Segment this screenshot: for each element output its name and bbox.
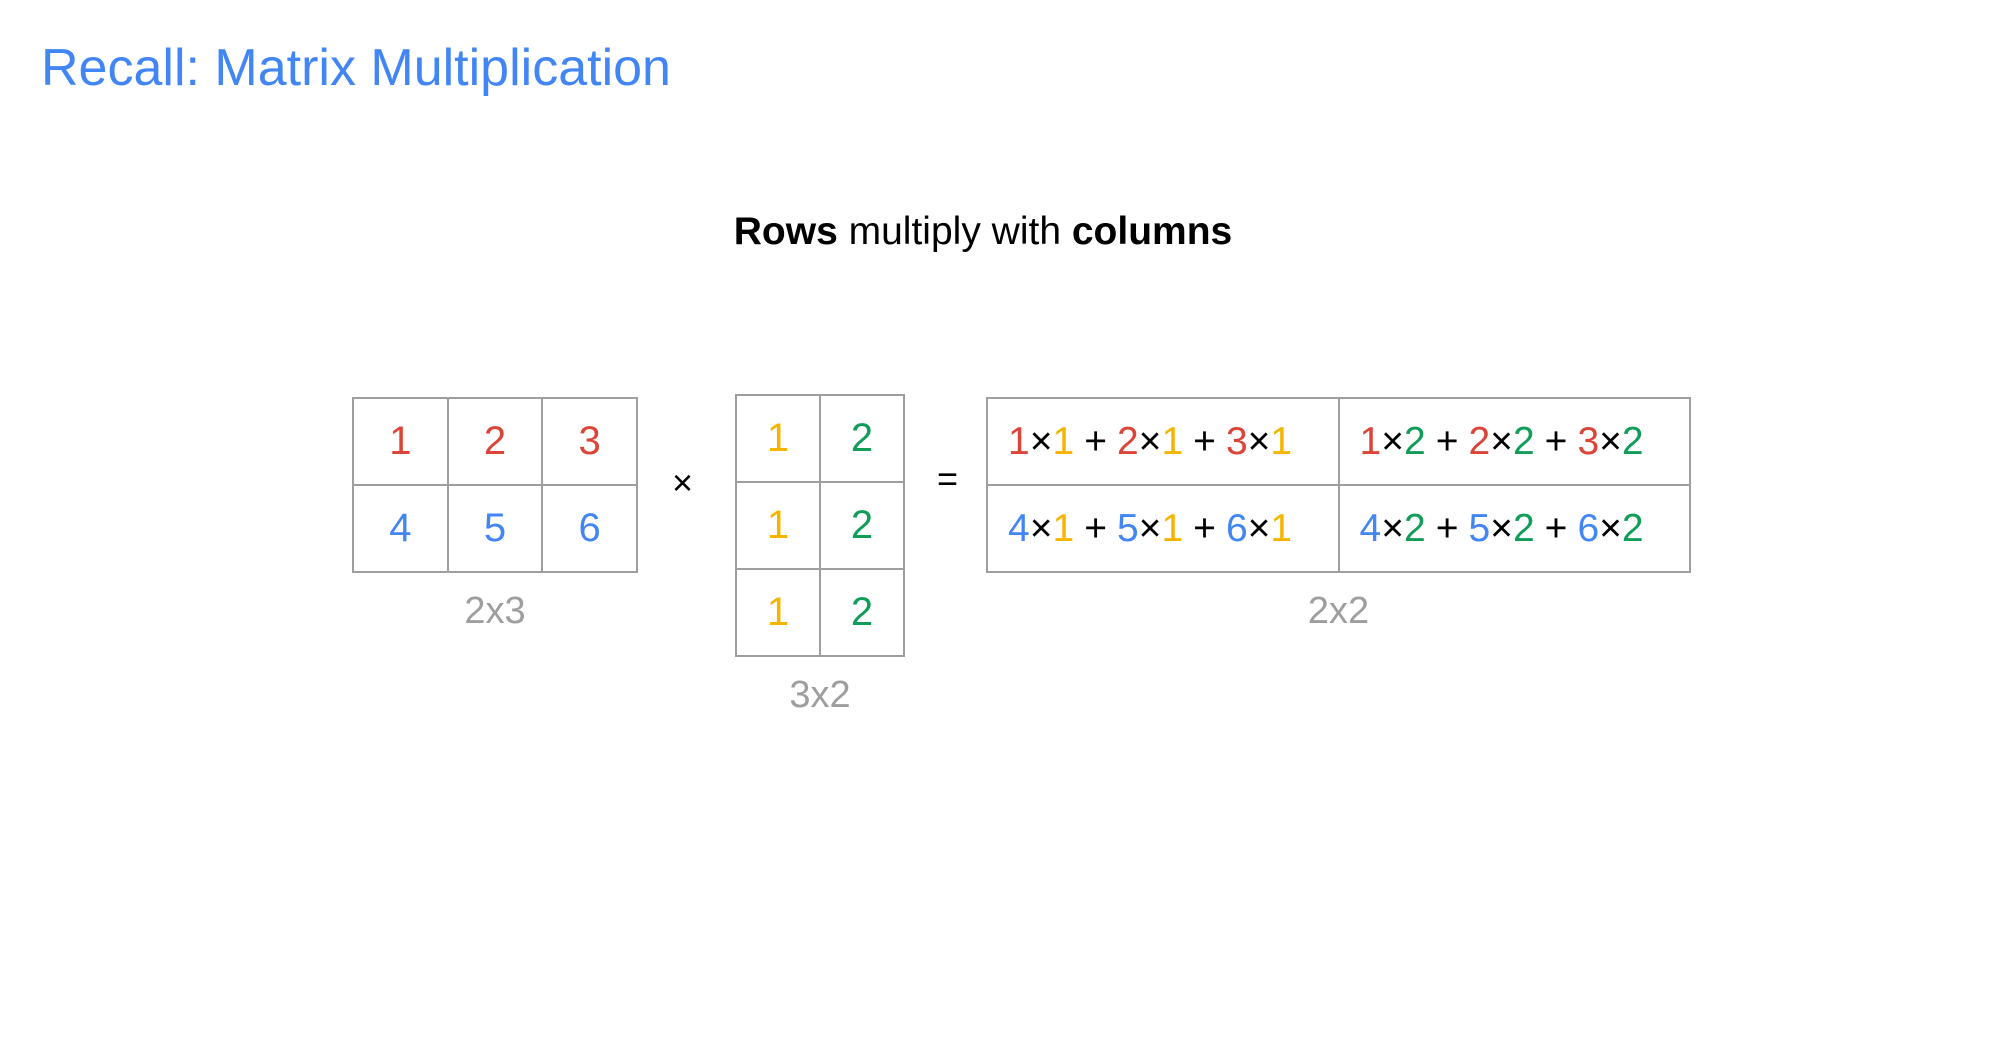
matrix-a-cell: 4 [352, 484, 449, 573]
matrix-c: 1×1+2×1+3×1 1×2+2×2+3×2 4×1+5×1+6×1 4×2+… [986, 397, 1691, 573]
times-sign: × [1029, 506, 1053, 550]
term-a: 6 [1577, 506, 1600, 550]
plus-sign: + [1084, 506, 1107, 550]
matrix-b-cell: 2 [819, 481, 905, 570]
term-a: 3 [1577, 419, 1600, 463]
term-a: 5 [1468, 506, 1491, 550]
subtitle: Rows multiply with columns [0, 210, 1966, 254]
term-b: 2 [1403, 419, 1426, 463]
term-b: 2 [1403, 506, 1426, 550]
subtitle-middle: multiply with [837, 210, 1072, 253]
matrix-c-cell: 1×2+2×2+3×2 [1337, 397, 1691, 486]
matrix-b-cell: 2 [819, 568, 905, 657]
matrix-a-cell: 1 [352, 397, 449, 486]
matrix-a-cell: 3 [541, 397, 638, 486]
matrix-a-dims: 2x3 [464, 590, 526, 632]
plus-sign: + [1435, 506, 1459, 550]
plus-sign: + [1435, 419, 1459, 463]
term-b: 1 [1161, 506, 1184, 550]
matrix-a-row-2: 4 5 6 [352, 484, 638, 573]
term-b: 2 [1512, 419, 1535, 463]
times-sign: × [1599, 419, 1622, 463]
matrix-c-row-1: 1×1+2×1+3×1 1×2+2×2+3×2 [986, 397, 1691, 486]
term-b: 2 [1512, 506, 1535, 550]
matrix-b-cell: 1 [735, 394, 821, 483]
plus-sign: + [1193, 506, 1216, 550]
matrix-b-dims: 3x2 [789, 674, 851, 716]
term-a: 5 [1116, 506, 1139, 550]
matrix-a: 1 2 3 4 5 6 [352, 397, 638, 573]
term-a: 3 [1225, 419, 1248, 463]
plus-sign: + [1544, 506, 1568, 550]
matrix-a-row-1: 1 2 3 [352, 397, 638, 486]
times-sign: × [1599, 506, 1622, 550]
times-sign: × [1381, 506, 1404, 550]
term-b: 1 [1052, 419, 1075, 463]
matrix-b-cell: 1 [735, 481, 821, 570]
matrix-c-cell: 4×1+5×1+6×1 [986, 484, 1340, 573]
page-title: Recall: Matrix Multiplication [41, 39, 671, 97]
times-sign: × [1490, 419, 1513, 463]
times-operator: × [672, 462, 694, 503]
matrix-b-row-3: 1 2 [735, 568, 905, 657]
term-a: 1 [1008, 419, 1030, 463]
matrix-a-cell: 6 [541, 484, 638, 573]
term-b: 1 [1270, 506, 1293, 550]
times-sign: × [1247, 419, 1271, 463]
matrix-c-cell: 1×1+2×1+3×1 [986, 397, 1340, 486]
matrix-b-cell: 1 [735, 568, 821, 657]
times-sign: × [1490, 506, 1513, 550]
plus-sign: + [1084, 419, 1107, 463]
times-sign: × [1029, 419, 1053, 463]
term-a: 4 [1359, 506, 1382, 550]
term-b: 1 [1270, 419, 1293, 463]
term-b: 1 [1052, 506, 1075, 550]
times-sign: × [1138, 419, 1162, 463]
term-a: 1 [1359, 419, 1382, 463]
matrix-b-row-1: 1 2 [735, 394, 905, 483]
term-a: 2 [1468, 419, 1491, 463]
plus-sign: + [1544, 419, 1568, 463]
matrix-c-cell: 4×2+5×2+6×2 [1337, 484, 1691, 573]
matrix-a-cell: 5 [446, 484, 544, 573]
times-sign: × [1381, 419, 1404, 463]
matrix-c-dims: 2x2 [1307, 590, 1370, 632]
matrix-b: 1 2 1 2 1 2 [735, 394, 905, 657]
term-a: 2 [1116, 419, 1139, 463]
matrix-b-cell: 2 [819, 394, 905, 483]
times-sign: × [1138, 506, 1162, 550]
plus-sign: + [1193, 419, 1216, 463]
equals-operator: = [937, 458, 959, 499]
subtitle-rows: Rows [733, 210, 838, 253]
term-b: 2 [1621, 419, 1644, 463]
matrix-a-cell: 2 [446, 397, 544, 486]
term-a: 4 [1008, 506, 1030, 550]
subtitle-columns: columns [1071, 210, 1233, 253]
times-sign: × [1247, 506, 1271, 550]
term-b: 2 [1621, 506, 1644, 550]
term-b: 1 [1161, 419, 1184, 463]
matrix-b-row-2: 1 2 [735, 481, 905, 570]
matrix-c-row-2: 4×1+5×1+6×1 4×2+5×2+6×2 [986, 484, 1691, 573]
term-a: 6 [1225, 506, 1248, 550]
